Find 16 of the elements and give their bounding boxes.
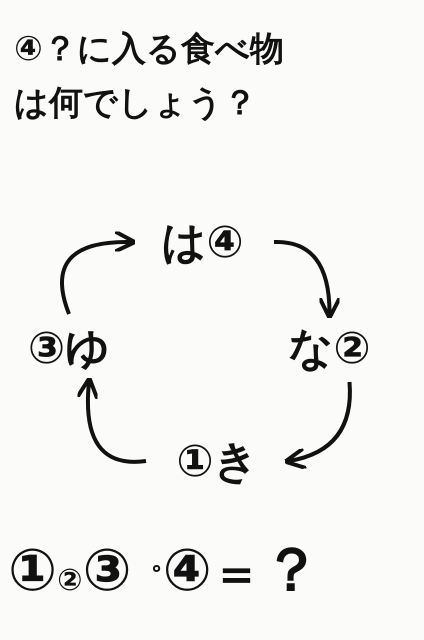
- puzzle-symbol: ①: [8, 541, 58, 599]
- kana-label: ③ゆ: [28, 322, 110, 376]
- kana-label: な②: [288, 322, 371, 376]
- arrow: [60, 230, 137, 315]
- puzzle-symbol: ゜: [132, 566, 163, 596]
- puzzle-symbol: ②: [57, 566, 83, 596]
- arrow: [274, 240, 342, 320]
- arrow: [283, 382, 352, 470]
- arrow: [76, 376, 146, 464]
- kana-label: ①き: [176, 434, 259, 488]
- puzzle-symbol: ＝: [212, 548, 262, 598]
- puzzle-symbol: ④: [162, 541, 212, 599]
- puzzle-symbol: ？: [262, 540, 322, 600]
- puzzle-symbol: ③: [82, 541, 132, 599]
- title: ④？に入る食べ物は何でしょう？: [14, 28, 285, 126]
- kana-label: は④: [161, 216, 244, 270]
